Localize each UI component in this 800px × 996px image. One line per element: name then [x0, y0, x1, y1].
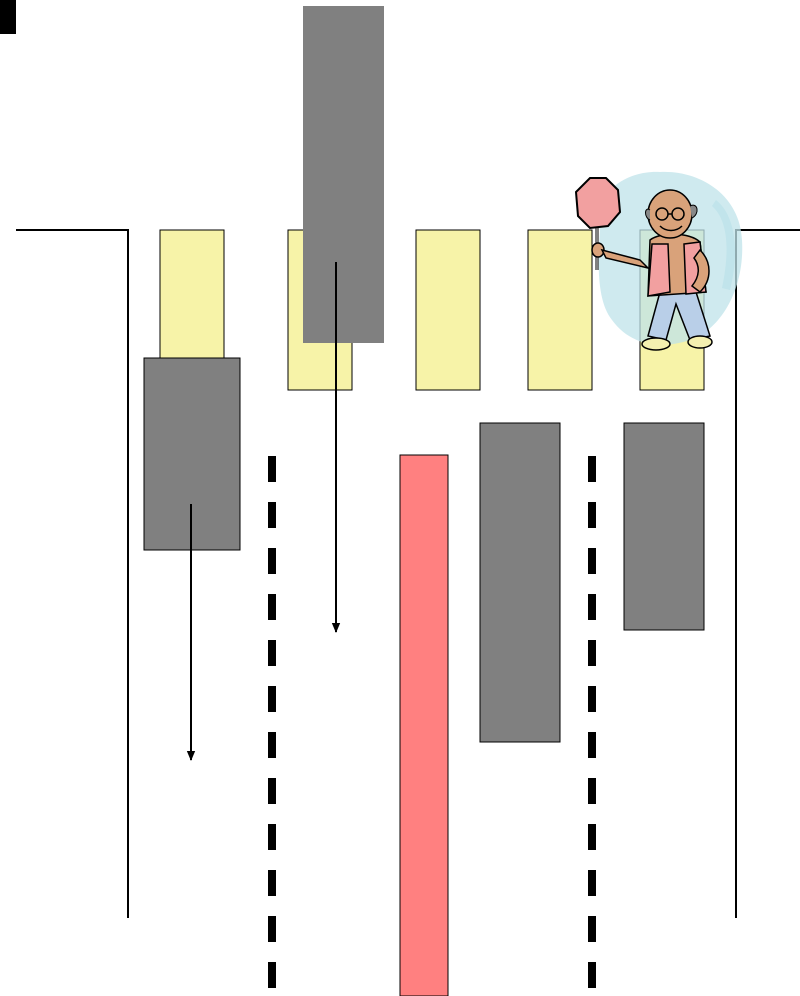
median-strip: [399, 454, 449, 996]
left-curb-line: [16, 229, 129, 918]
crosswalk-stripe: [415, 229, 481, 391]
crosswalk-stripe: [527, 229, 593, 391]
vehicle-oncoming-center: [479, 422, 561, 743]
vehicle-oncoming-right: [623, 422, 705, 631]
vehicle-entering-crosswalk: [303, 6, 384, 343]
right-curb-line: [735, 229, 800, 918]
corner-mark: [0, 0, 16, 34]
crossing-guard-with-stop-sign-icon: [574, 171, 743, 351]
